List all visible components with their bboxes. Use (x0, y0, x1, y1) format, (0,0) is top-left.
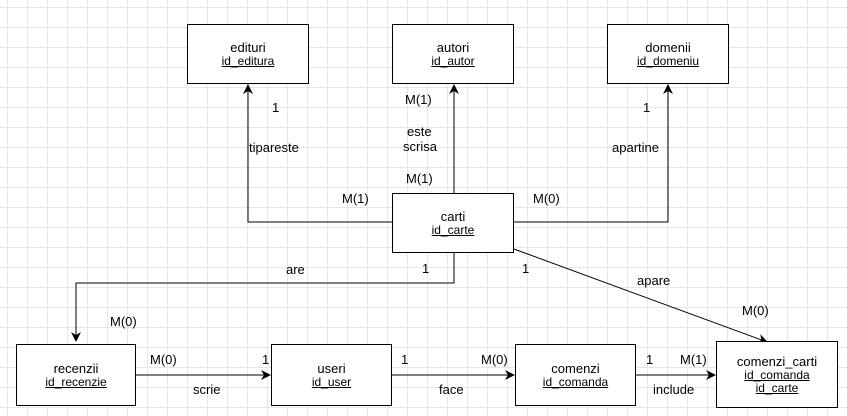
cardinality-tipareste-target: 1 (272, 100, 280, 115)
cardinality-include-source: 1 (646, 352, 654, 367)
relation-label-apartine: apartine (612, 140, 659, 155)
cardinality-este-scrisa-source: M(1) (406, 171, 433, 186)
entity-name: recenzii (53, 361, 99, 376)
entity-key: id_comanda (744, 368, 810, 382)
entity-carti[interactable]: carti id_carte (392, 193, 514, 253)
entity-name: comenzi (551, 361, 600, 376)
relation-label-este-scrisa-1: este (407, 124, 432, 139)
entity-name: carti (440, 209, 466, 224)
cardinality-are-target: M(0) (110, 314, 137, 329)
entity-key: id_user (311, 375, 352, 389)
cardinality-apartine-target: 1 (643, 100, 651, 115)
entity-name: autori (436, 40, 470, 55)
entity-autori[interactable]: autori id_autor (392, 24, 514, 84)
cardinality-este-scrisa-target: M(1) (405, 92, 432, 107)
entity-key: id_comanda (542, 375, 609, 389)
entity-name: useri (317, 361, 346, 376)
cardinality-scrie-source: M(0) (150, 352, 177, 367)
cardinality-scrie-target: 1 (262, 352, 270, 367)
entity-comenzi-carti[interactable]: comenzi_carti id_comanda id_carte (716, 341, 838, 408)
entity-name: edituri (230, 40, 266, 55)
line-tipareste (243, 84, 392, 223)
entity-recenzii[interactable]: recenzii id_recenzie (16, 344, 136, 406)
entity-key: id_recenzie (45, 375, 107, 389)
entity-name: domenii (645, 40, 691, 55)
cardinality-apare-target: M(0) (742, 303, 769, 318)
cardinality-face-target: M(0) (481, 352, 508, 367)
relation-label-include: include (653, 382, 695, 397)
cardinality-are-source: 1 (422, 261, 430, 276)
line-apare (513, 248, 768, 344)
entity-domenii[interactable]: domenii id_domeniu (607, 24, 729, 84)
entity-key: id_carte (755, 381, 799, 395)
entity-comenzi[interactable]: comenzi id_comanda (515, 344, 636, 406)
cardinality-include-target: M(1) (680, 352, 707, 367)
relation-label-scrie: scrie (193, 382, 221, 397)
cardinality-apartine-source: M(0) (533, 191, 560, 206)
cardinality-tipareste-source: M(1) (342, 191, 369, 206)
line-apartine (514, 84, 673, 223)
entity-key: id_carte (431, 223, 475, 237)
entity-name: comenzi_carti (736, 354, 818, 369)
relation-label-are: are (286, 262, 305, 277)
entity-useri[interactable]: useri id_user (271, 344, 392, 406)
entity-key: id_autor (431, 54, 475, 68)
relation-label-tipareste: tipareste (249, 140, 299, 155)
relation-label-face: face (439, 382, 464, 397)
cardinality-face-source: 1 (401, 352, 409, 367)
relation-label-apare: apare (637, 273, 671, 288)
entity-key: id_editura (221, 54, 275, 68)
entity-edituri[interactable]: edituri id_editura (187, 24, 309, 84)
cardinality-apare-source: 1 (522, 261, 530, 276)
entity-key: id_domeniu (636, 54, 700, 68)
line-are (71, 253, 455, 342)
relation-label-este-scrisa-2: scrisa (403, 139, 437, 154)
